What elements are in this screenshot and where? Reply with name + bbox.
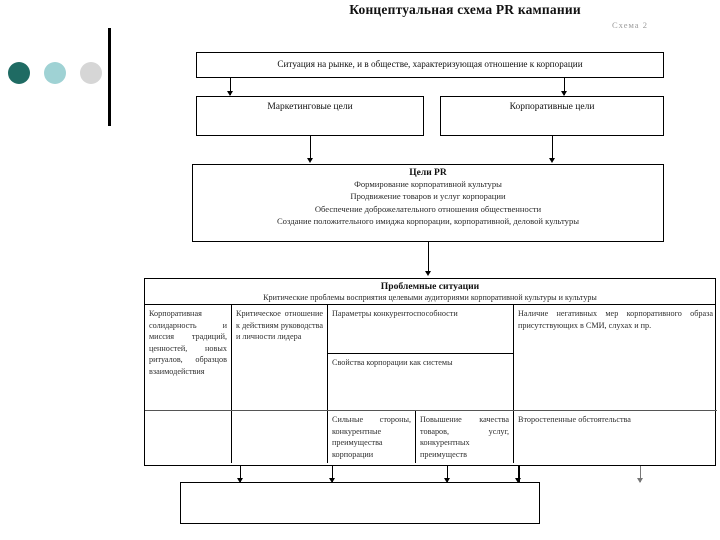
table-row-sep-1 [327,353,513,354]
dot-light-teal-icon [44,62,66,84]
bottom-box-text [181,483,539,487]
connector-arrow-3 [306,158,313,163]
dot-dark-teal-icon [8,62,30,84]
bottom-connector-arrow-2 [328,478,335,483]
vertical-rule-divider [108,28,111,126]
connector-line-3 [310,136,311,159]
table-cell-corporation-system-properties: Свойства корпорации как системы [332,358,453,367]
pr-goals-box: Цели PR Формирование корпоративной культ… [192,164,664,242]
table-cell-quality-improvement: Повышение качества товаров, услуг, конку… [420,415,509,459]
bottom-connector-line-3 [447,466,448,482]
pr-goal-line-2: Продвижение товаров и услуг корпорации [350,191,506,202]
corporate-goals-box: Корпоративные цели [440,96,664,136]
table-cell-corporate-solidarity: Корпоративная солидарность и миссия трад… [149,309,227,376]
pr-goal-line-3: Обеспечение доброжелательного отношения … [314,203,542,214]
marketing-goals-box: Маркетинговые цели [196,96,424,136]
bottom-empty-box [180,482,540,524]
dot-gray-icon [80,62,102,84]
table-col-sep-2b [327,410,328,463]
bottom-connector-arrow-5 [636,478,643,483]
table-cell-critical-attitude: Критическое отношение к действиям руково… [236,309,323,342]
table-col-sep-4 [513,305,514,463]
situation-box: Ситуация на рынке, и в обществе, характе… [196,52,664,78]
bottom-connector-arrow-1 [236,478,243,483]
bottom-connector-line-2 [332,466,333,482]
problem-table-title: Проблемные ситуации [380,281,480,292]
problem-table-grid: Корпоративная солидарность и миссия трад… [145,305,717,463]
pr-goals-heading: Цели PR [409,168,447,178]
table-col-sep-3 [415,410,416,463]
corporate-goals-text: Корпоративные цели [509,102,595,112]
table-col-sep-1 [231,305,232,463]
connector-arrow-2 [560,91,567,96]
bottom-connector-arrow-4 [514,478,521,483]
connector-arrow-5 [424,271,431,276]
bottom-connector-line-5 [640,466,641,482]
bottom-connector-line-4 [518,466,520,482]
connector-line-4 [552,136,553,159]
table-row-sep-2 [145,410,717,411]
marketing-goals-text: Маркетинговые цели [267,102,353,112]
connector-arrow-1 [226,91,233,96]
connector-line-5 [428,242,429,272]
pr-goal-line-4: Создание положительного имиджа корпораци… [276,216,580,227]
problem-table-subtitle: Критические проблемы восприятия целевыми… [145,293,715,305]
bottom-connector-line-1 [240,466,241,482]
problem-situations-table: Проблемные ситуации Критические проблемы… [144,278,717,466]
connector-line-2 [564,78,565,95]
table-col-sep-2 [327,305,328,410]
schema-number-label: Схема 2 [612,20,648,30]
table-cell-strengths: Сильные стороны, конкурентные преимущест… [332,415,411,459]
table-cell-negative-media-image: Наличие негативных мер корпоративного об… [518,309,713,330]
slide-title: Концептуальная схема PR кампании [349,2,581,17]
pr-goal-line-1: Формирование корпоративной культуры [354,179,502,189]
connector-arrow-4 [548,158,555,163]
table-cell-secondary-circumstances: Второстепенные обстоятельства [518,415,631,424]
situation-text: Ситуация на рынке, и в обществе, характе… [277,59,583,69]
table-cell-competitiveness-params: Параметры конкурентоспособности [332,309,458,318]
decorative-dots [8,62,102,84]
connector-line-1 [230,78,231,95]
bottom-connector-arrow-3 [443,478,450,483]
